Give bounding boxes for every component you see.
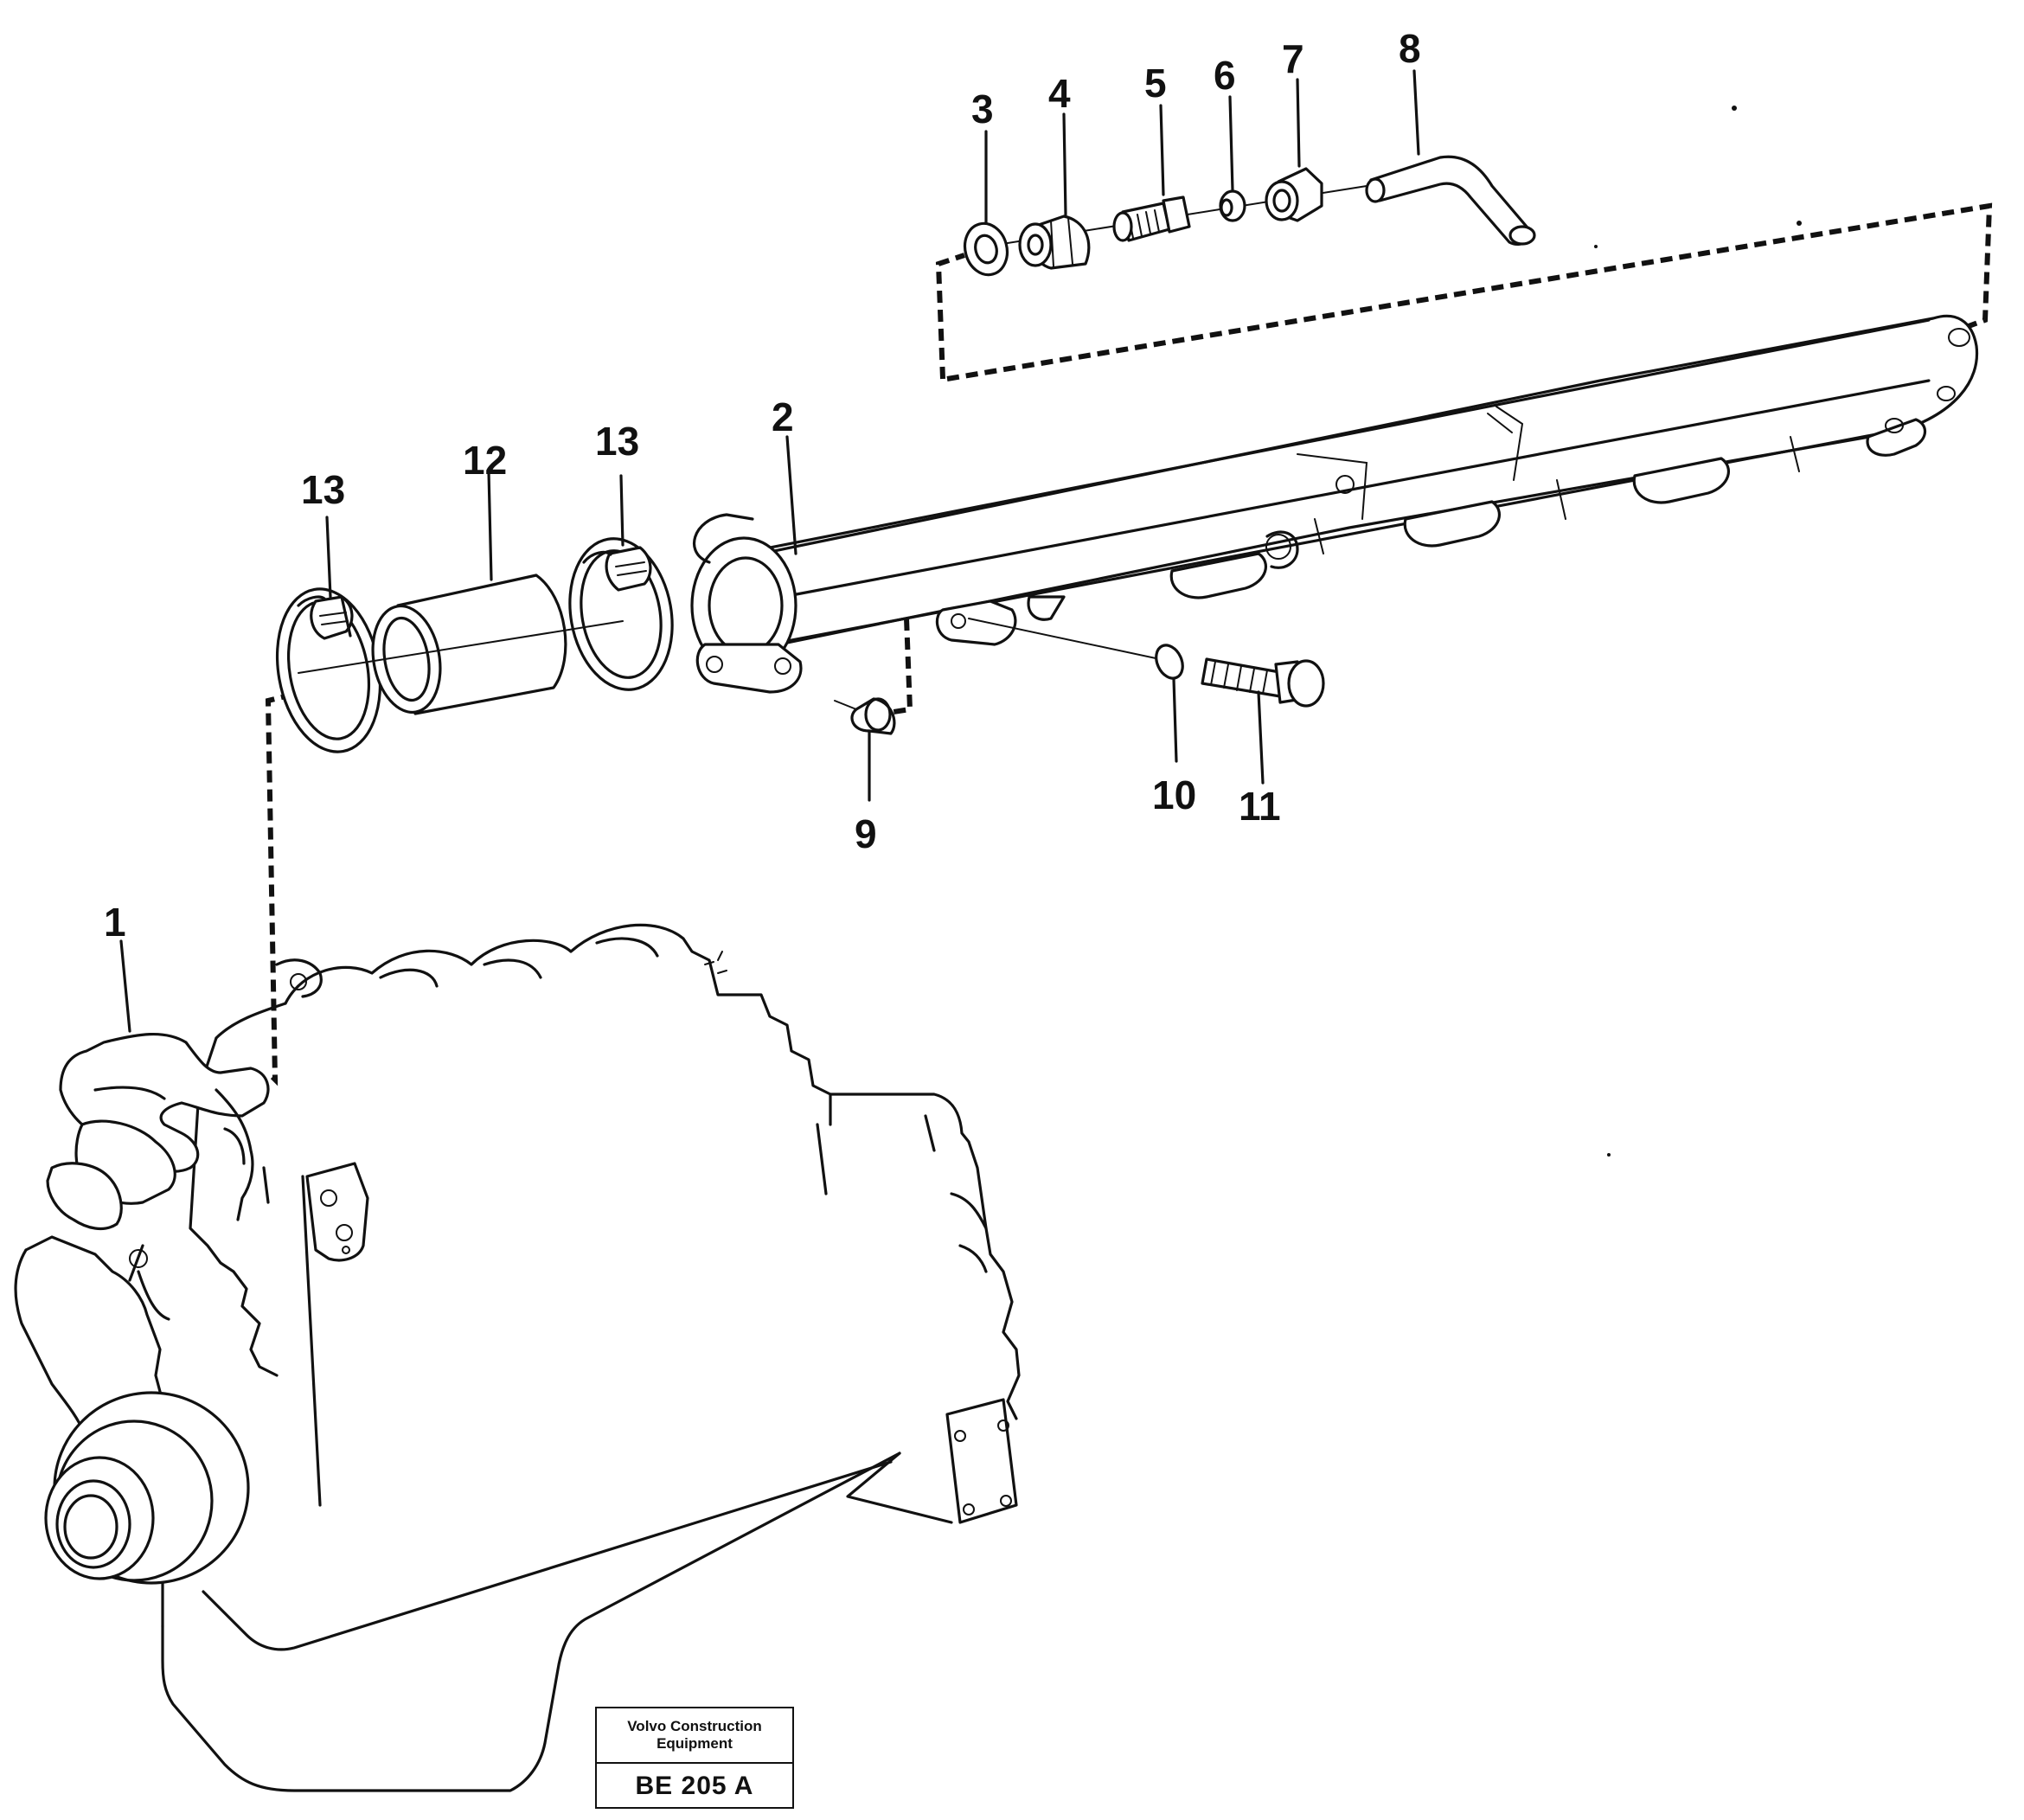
stamp-code: BE 205 A [635,1772,754,1800]
clamp-right [568,537,674,691]
callout-4: 4 [1048,71,1071,116]
callout-10: 10 [1152,772,1196,817]
dashed-line-manifold-end [935,202,1993,381]
dashed-line-engine-to-clamp [265,689,304,1086]
callout-5: 5 [1144,61,1167,106]
leader-lines [119,69,1420,1033]
callout-13-left: 13 [301,467,345,512]
callout-11: 11 [1239,784,1281,829]
print-specks [1594,106,1802,1157]
manifold-pipe [690,314,1979,694]
stamp-company-line2: Equipment [657,1735,733,1752]
plug-part-9 [834,697,896,735]
washer-and-bolt [968,618,1325,708]
center-axis-line [298,620,624,674]
assembly-lines [265,202,1993,1086]
dashed-line-manifold-to-sleeve [881,618,913,716]
clamp-left [275,587,382,753]
stamp-company: Volvo Construction Equipment [597,1708,792,1764]
callout-3: 3 [971,87,994,131]
drawing-stamp: Volvo Construction Equipment BE 205 A [595,1707,794,1809]
callout-8: 8 [1399,26,1421,71]
callout-12: 12 [463,438,507,483]
callout-7: 7 [1282,36,1304,81]
callout-2: 2 [772,394,794,439]
engine-block [14,923,1021,1792]
callout-6: 6 [1214,53,1236,98]
callout-13-right: 13 [595,419,639,464]
stamp-company-line1: Volvo Construction [627,1718,762,1734]
fittings-row [963,155,1536,277]
callout-labels: 1 2 3 4 5 6 7 8 9 10 11 12 13 13 [104,26,1421,945]
callout-9: 9 [855,811,877,856]
callout-1: 1 [104,900,126,945]
